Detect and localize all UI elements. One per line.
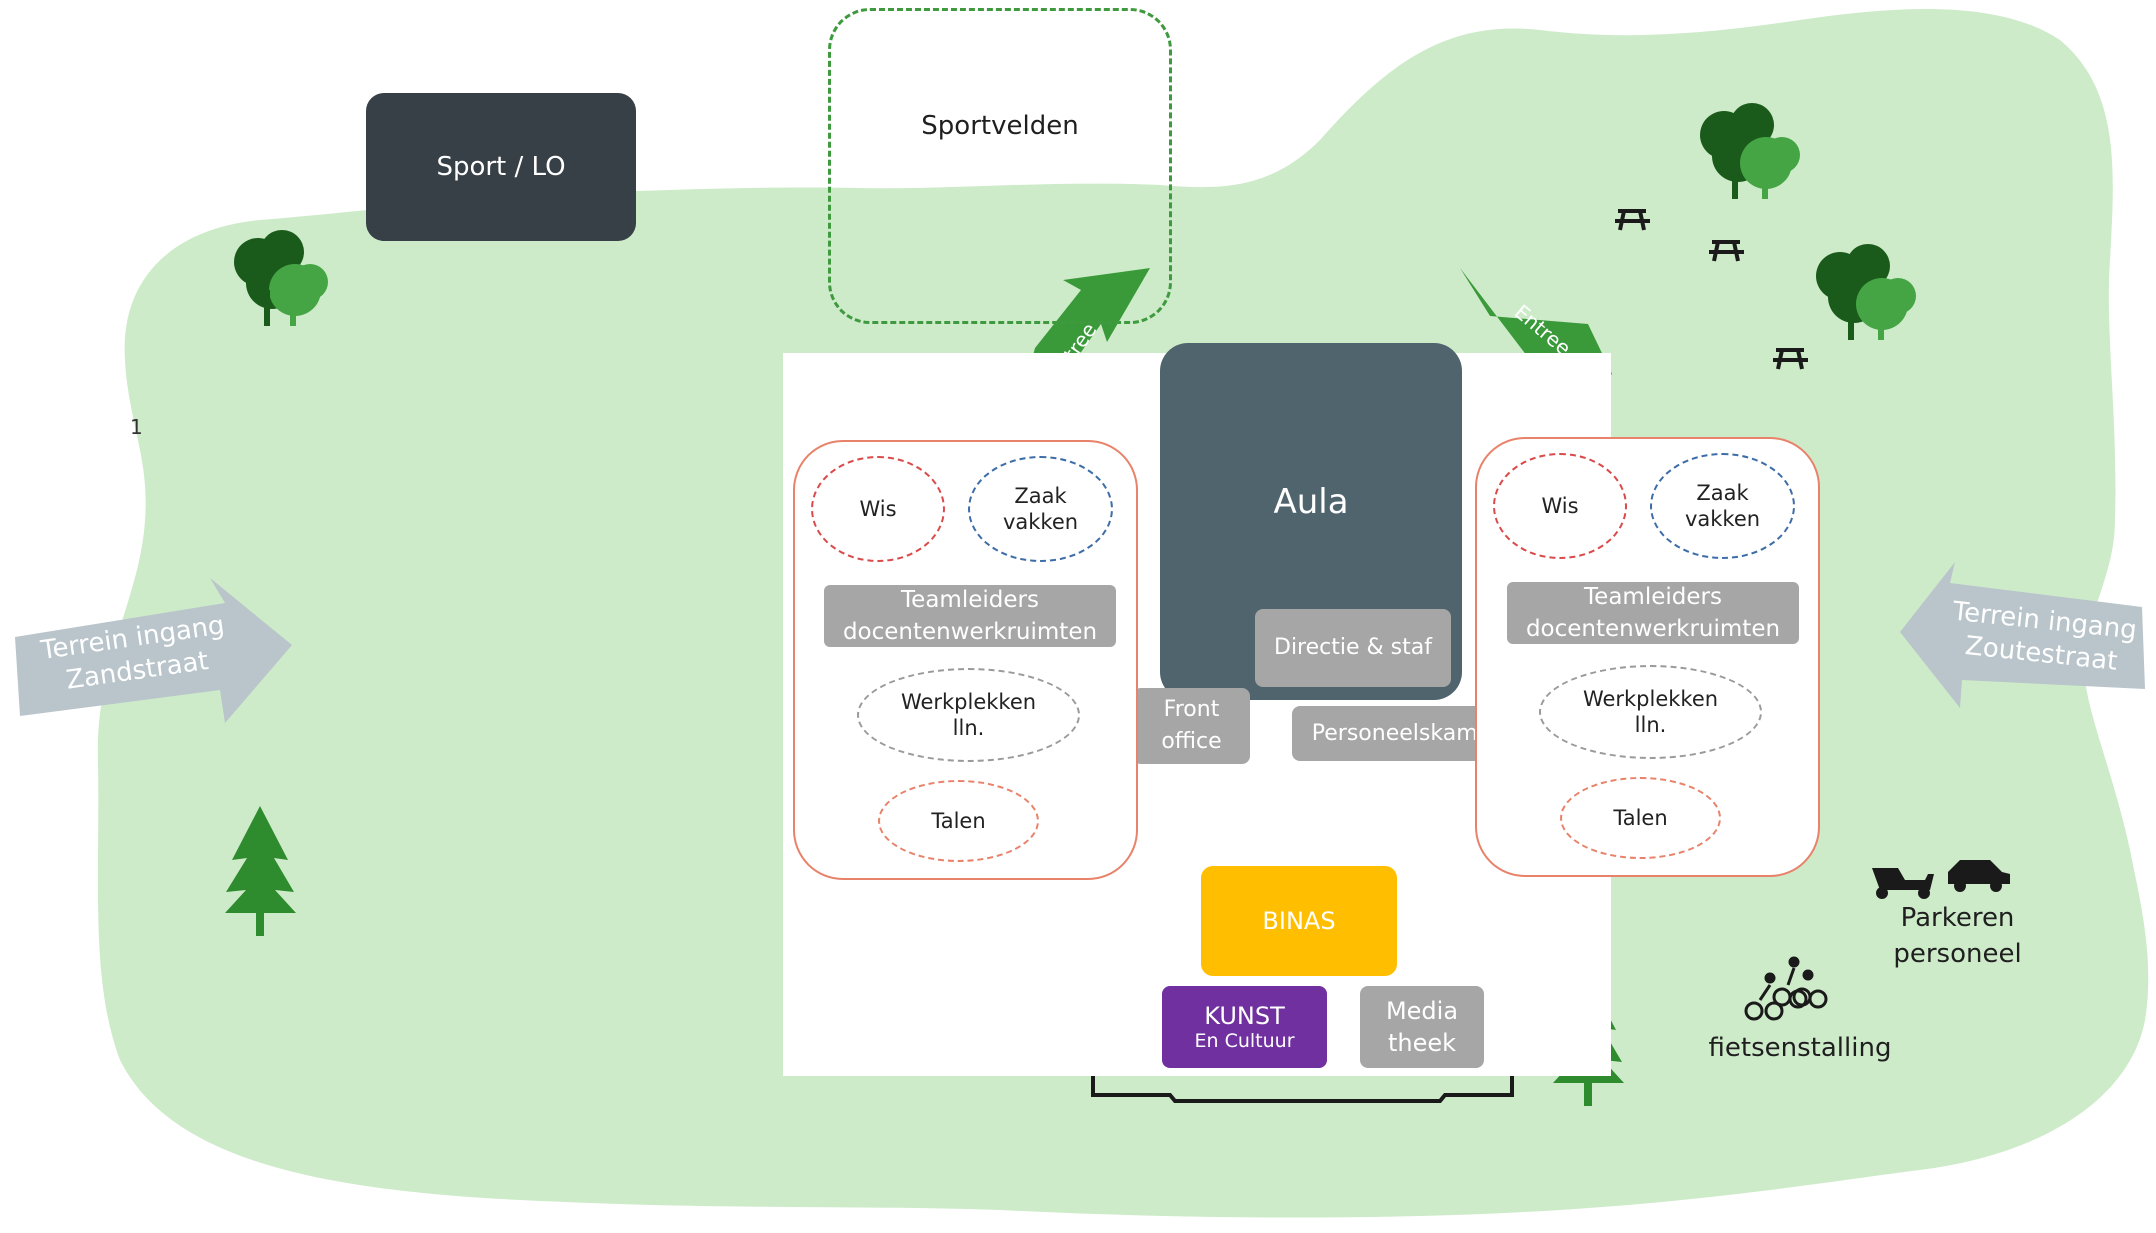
right-teamleiders-label: Teamleiders docentenwerkruimten <box>1525 583 1781 642</box>
right-werkplekken-label: Werkplekken lln. <box>1582 686 1719 737</box>
sportvelden-area[interactable]: Sportvelden <box>828 8 1172 324</box>
left-zaakvakken-label: Zaak vakken <box>1002 483 1079 534</box>
tree-icon <box>1816 244 1916 340</box>
cyclists-icon <box>1744 956 1828 1021</box>
bikes-label: fietsenstalling <box>1708 1033 1892 1063</box>
kunst-sublabel: En Cultuur <box>1194 1030 1295 1052</box>
picnic-table-icon <box>1773 348 1808 370</box>
left-teamleiders-label: Teamleiders docentenwerkruimten <box>842 586 1098 645</box>
front-office-label: Front office <box>1161 697 1222 754</box>
aula-label: Aula <box>1273 481 1349 522</box>
right-zaakvakken-room[interactable]: Zaak vakken <box>1650 453 1795 559</box>
binas-block[interactable]: BINAS <box>1201 866 1397 976</box>
kunst-label: KUNST <box>1204 1002 1285 1030</box>
terrain-arrow-right <box>1900 562 2145 708</box>
front-office-block[interactable]: Front office <box>1133 688 1250 764</box>
tree-icon <box>1700 103 1800 199</box>
sport-lo-block[interactable]: Sport / LO <box>366 93 636 241</box>
left-talen-room[interactable]: Talen <box>878 780 1039 862</box>
car-icon <box>1948 860 2010 892</box>
directie-label: Directie & staf <box>1274 635 1432 661</box>
left-werkplekken-label: Werkplekken lln. <box>900 689 1037 740</box>
picnic-table-icon <box>1615 209 1650 231</box>
right-werkplekken-room[interactable]: Werkplekken lln. <box>1539 665 1762 759</box>
right-talen-room[interactable]: Talen <box>1560 777 1721 859</box>
mediatheek-block[interactable]: Media theek <box>1360 986 1484 1068</box>
pine-tree-icon <box>225 806 296 936</box>
directie-block[interactable]: Directie & staf <box>1255 609 1451 687</box>
picnic-table-icon <box>1709 240 1744 262</box>
left-zaakvakken-room[interactable]: Zaak vakken <box>968 456 1113 562</box>
right-zaakvakken-label: Zaak vakken <box>1684 480 1761 531</box>
right-talen-label: Talen <box>1613 805 1668 830</box>
terrain-arrow-left <box>15 578 292 723</box>
personeelskamer-label: Personeelskamer <box>1311 720 1501 746</box>
kunst-block[interactable]: KUNST En Cultuur <box>1162 986 1327 1068</box>
left-wis-label: Wis <box>859 496 897 521</box>
right-wis-label: Wis <box>1541 493 1579 518</box>
sportvelden-label: Sportvelden <box>921 111 1079 141</box>
mediatheek-label: Media theek <box>1385 996 1459 1057</box>
left-teamleiders-block[interactable]: Teamleiders docentenwerkruimten <box>824 585 1116 647</box>
right-teamleiders-block[interactable]: Teamleiders docentenwerkruimten <box>1507 582 1799 644</box>
left-talen-label: Talen <box>931 808 986 833</box>
scooter-icon <box>1872 868 1934 899</box>
tree-icon <box>234 230 328 326</box>
right-wis-room[interactable]: Wis <box>1493 453 1627 559</box>
left-werkplekken-room[interactable]: Werkplekken lln. <box>857 668 1080 762</box>
sport-lo-label: Sport / LO <box>436 152 566 182</box>
stray-mark: 1 <box>130 415 143 439</box>
left-wis-room[interactable]: Wis <box>811 456 945 562</box>
parking-label: Parkeren personeel <box>1893 903 2022 970</box>
binas-label: BINAS <box>1262 907 1336 935</box>
